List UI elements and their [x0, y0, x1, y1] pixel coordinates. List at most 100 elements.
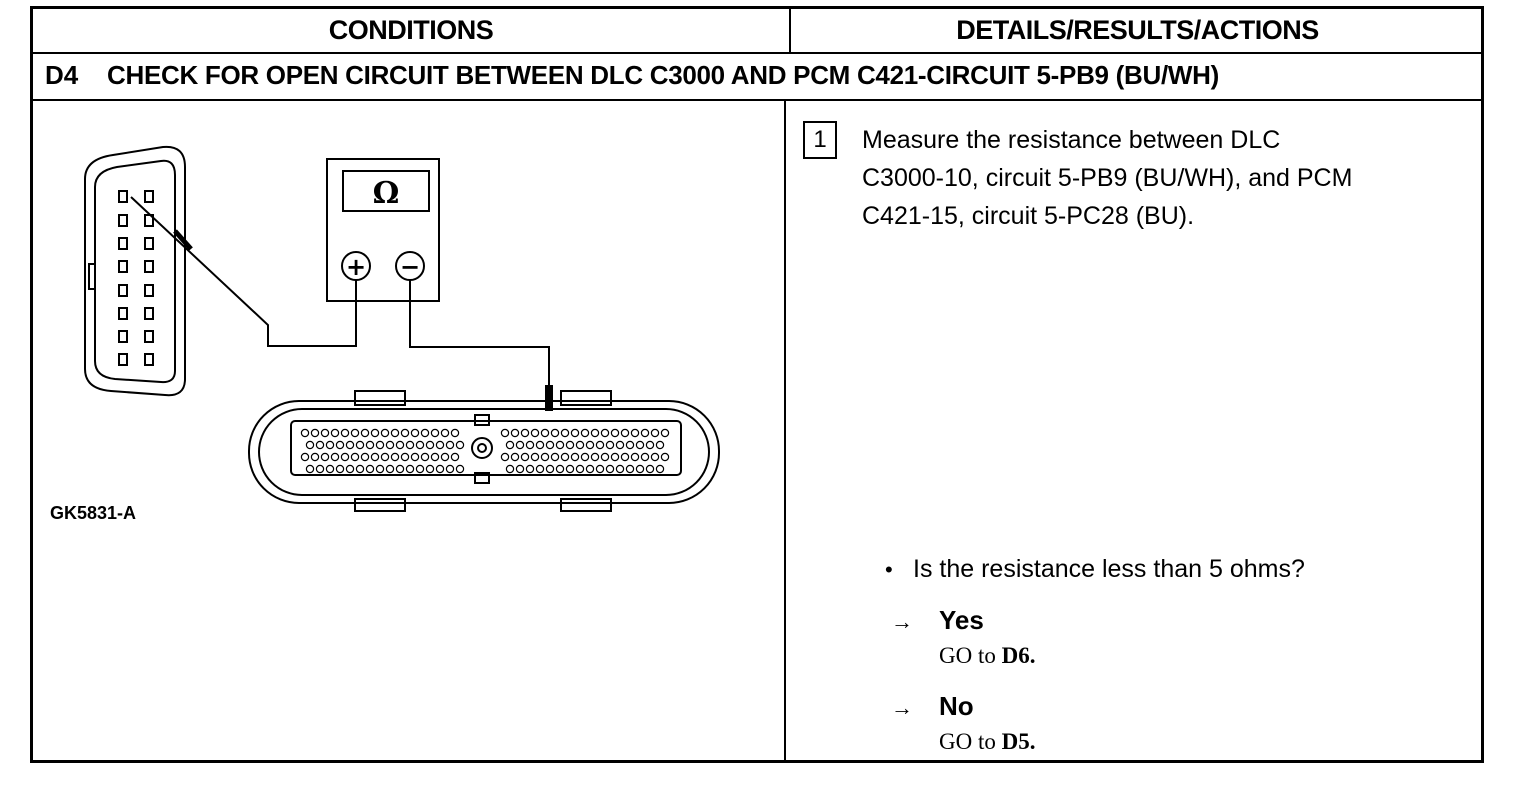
pcm-pin: [385, 464, 395, 474]
pcm-pin: [430, 428, 440, 438]
pcm-pin: [440, 428, 450, 438]
pcm-pin: [355, 440, 365, 450]
diagnostic-table: CONDITIONS DETAILS/RESULTS/ACTIONS D4 CH…: [30, 6, 1484, 763]
arrow-right-icon: →: [891, 609, 913, 634]
pcm-pin: [440, 452, 450, 462]
pcm-pin: [610, 428, 620, 438]
pcm-pin: [445, 464, 455, 474]
pcm-pin: [350, 452, 360, 462]
pcm-pin: [565, 464, 575, 474]
pcm-pin: [435, 440, 445, 450]
pcm-pin: [560, 428, 570, 438]
pcm-pin: [410, 428, 420, 438]
pcm-pin: [615, 464, 625, 474]
answer-yes: → Yes GO to D6.: [891, 605, 1036, 668]
pcm-pin: [580, 428, 590, 438]
pcm-pin: [435, 464, 445, 474]
pcm-pin: [315, 440, 325, 450]
pcm-pin: [300, 428, 310, 438]
pcm-pin: [535, 464, 545, 474]
pcm-pin: [395, 440, 405, 450]
pcm-pin: [325, 464, 335, 474]
column-divider: [784, 99, 786, 763]
go-to-prefix: GO to: [939, 729, 1002, 754]
pcm-pin: [360, 452, 370, 462]
pcm-pin: [560, 452, 570, 462]
pcm-pin: [625, 440, 635, 450]
pcm-pin: [655, 440, 665, 450]
pcm-pin: [510, 428, 520, 438]
pcm-pin: [305, 464, 315, 474]
pcm-pin: [620, 452, 630, 462]
pcm-pin: [355, 464, 365, 474]
probe-pin: [545, 385, 553, 411]
pcm-pin: [390, 452, 400, 462]
pcm-pin: [515, 464, 525, 474]
pcm-pin: [650, 428, 660, 438]
pcm-pin: [450, 428, 460, 438]
pcm-pin: [600, 452, 610, 462]
pcm-pin: [420, 452, 430, 462]
pcm-pin: [630, 428, 640, 438]
pcm-pin: [360, 428, 370, 438]
pcm-pin: [425, 464, 435, 474]
pcm-pin: [540, 428, 550, 438]
question-text: Is the resistance less than 5 ohms?: [913, 555, 1305, 583]
pcm-pin: [410, 452, 420, 462]
pcm-pin: [580, 452, 590, 462]
ohm-symbol: Ω: [373, 176, 400, 211]
pcm-pin: [420, 428, 430, 438]
pcm-pin: [370, 452, 380, 462]
pcm-pin: [380, 452, 390, 462]
pcm-pin: [575, 440, 585, 450]
pcm-pin: [405, 440, 415, 450]
dlc-pins: [118, 190, 154, 366]
bullet-icon: •: [885, 557, 893, 582]
pcm-pin: [310, 452, 320, 462]
step-title-row: D4 CHECK FOR OPEN CIRCUIT BETWEEN DLC C3…: [33, 52, 1481, 101]
pcm-pin: [610, 452, 620, 462]
dlc-connector: [84, 145, 186, 397]
pcm-pin: [335, 464, 345, 474]
pcm-pin: [620, 428, 630, 438]
question: • Is the resistance less than 5 ohms?: [885, 555, 1305, 584]
negative-terminal-symbol: −: [400, 253, 420, 281]
pcm-pin: [375, 464, 385, 474]
pcm-pin: [325, 440, 335, 450]
pcm-pin: [500, 428, 510, 438]
pcm-pin: [385, 440, 395, 450]
pcm-pin: [450, 452, 460, 462]
pcm-pin: [365, 440, 375, 450]
pcm-pin: [310, 428, 320, 438]
pcm-pin: [530, 428, 540, 438]
pcm-pin: [445, 440, 455, 450]
pcm-pin: [530, 452, 540, 462]
go-to-target: D5.: [1001, 729, 1036, 754]
action-instruction: Measure the resistance between DLC C3000…: [862, 121, 1482, 235]
answer-label: Yes: [939, 605, 984, 635]
probe-tip: [173, 229, 193, 251]
pcm-pin: [300, 452, 310, 462]
pcm-pin: [305, 440, 315, 450]
pcm-pin: [600, 428, 610, 438]
pcm-pin: [605, 440, 615, 450]
go-to-prefix: GO to: [939, 643, 1002, 668]
pcm-pin-grid: [300, 428, 670, 474]
pcm-pin: [570, 428, 580, 438]
pcm-pin: [400, 428, 410, 438]
pcm-pin: [505, 464, 515, 474]
go-to-instruction: GO to D5.: [939, 729, 1036, 755]
pcm-pin: [455, 464, 465, 474]
pcm-pin: [315, 464, 325, 474]
arrow-right-icon: →: [891, 695, 913, 720]
pcm-pin: [640, 452, 650, 462]
positive-terminal-symbol: +: [346, 253, 366, 281]
pcm-pin: [595, 440, 605, 450]
pcm-pin: [540, 452, 550, 462]
pcm-pin: [655, 464, 665, 474]
pcm-pin: [650, 452, 660, 462]
pcm-pin: [645, 440, 655, 450]
pcm-pin: [455, 440, 465, 450]
go-to-target: D6.: [1001, 643, 1036, 668]
pcm-pin: [335, 440, 345, 450]
